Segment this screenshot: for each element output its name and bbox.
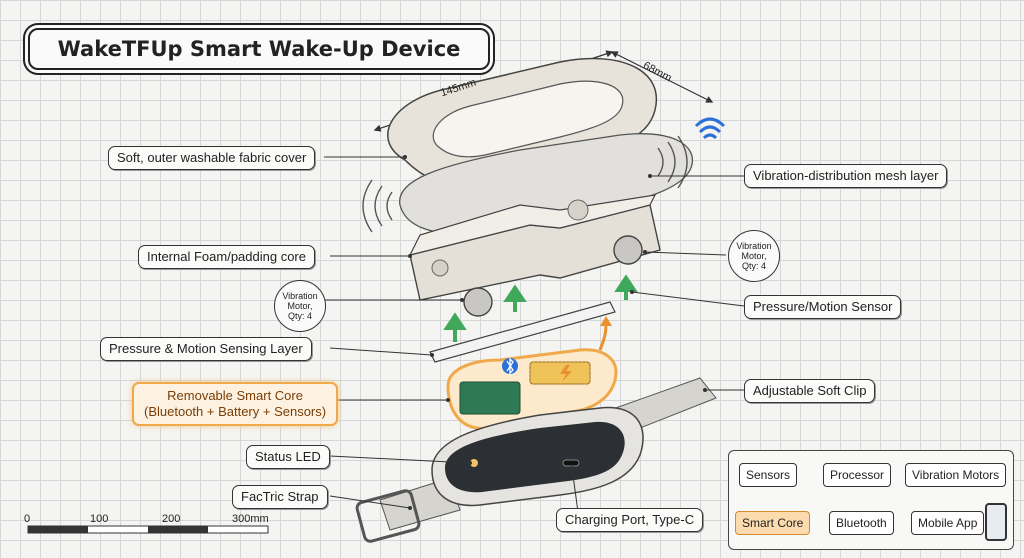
- label-soft-clip: Adjustable Soft Clip: [744, 379, 876, 403]
- scale-tick: 300mm: [232, 513, 269, 525]
- led-dot-icon: [470, 459, 478, 467]
- scale-bar: [27, 525, 269, 534]
- scale-tick: 0: [24, 513, 31, 525]
- charging-port: [562, 459, 580, 467]
- badge-text: Qty: 4: [741, 261, 766, 271]
- label-status-led: Status LED: [246, 445, 330, 469]
- flow-node-vibration-motors: Vibration Motors: [905, 463, 1007, 487]
- badge-text: Qty: 4: [287, 311, 312, 321]
- foam-core-block: [408, 194, 661, 301]
- smart-core-subtitle: (Bluetooth + Battery + Sensors): [144, 404, 327, 419]
- lightning-icon: [560, 365, 572, 382]
- flow-node-sensors: Sensors: [739, 463, 798, 487]
- flow-node-smart-core: Smart Core: [735, 511, 811, 535]
- smart-core-module: [446, 348, 618, 430]
- label-foam-core: Internal Foam/padding core: [138, 245, 315, 269]
- flow-node-mobile-app: Mobile App: [911, 511, 985, 535]
- scale-tick: 200: [162, 513, 181, 525]
- badge-vibration-motor-left: Vibration Motor, Qty: 4: [274, 280, 326, 332]
- vibration-waves: [362, 135, 688, 233]
- flow-node-processor: Processor: [823, 463, 892, 487]
- label-smart-core: Removable Smart Core (Bluetooth + Batter…: [132, 382, 339, 426]
- badge-text: Motor,: [287, 301, 313, 311]
- label-pressure-sensor: Pressure/Motion Sensor: [744, 295, 902, 319]
- bluetooth-icon: [502, 357, 518, 375]
- label-mesh-layer: Vibration-distribution mesh layer: [744, 164, 948, 188]
- wifi-signal-icon: [694, 117, 726, 140]
- system-flow-diagram: Sensors Processor Vibration Motors Smart…: [728, 450, 1014, 550]
- vibration-motor: [613, 235, 643, 265]
- badge-text: Vibration: [282, 291, 318, 301]
- sensing-strip: [429, 301, 616, 363]
- label-strap: FacTric Strap: [232, 485, 328, 509]
- badge-text: Motor,: [741, 251, 767, 261]
- page-title: WakeTFUp Smart Wake-Up Device: [28, 28, 490, 70]
- phone-icon: [985, 503, 1007, 541]
- vibration-motor: [463, 287, 493, 317]
- scale-tick: 100: [90, 513, 109, 525]
- signal-arrows: [443, 274, 638, 342]
- flow-node-bluetooth: Bluetooth: [829, 511, 894, 535]
- badge-text: Vibration: [736, 241, 772, 251]
- strap-assembly: [355, 377, 717, 543]
- smart-core-title: Removable Smart Core: [167, 388, 303, 403]
- label-charging-port: Charging Port, Type-C: [556, 508, 704, 532]
- label-sensing-layer: Pressure & Motion Sensing Layer: [100, 337, 312, 361]
- label-fabric-cover: Soft, outer washable fabric cover: [108, 146, 316, 170]
- badge-vibration-motor-right: Vibration Motor, Qty: 4: [728, 230, 780, 282]
